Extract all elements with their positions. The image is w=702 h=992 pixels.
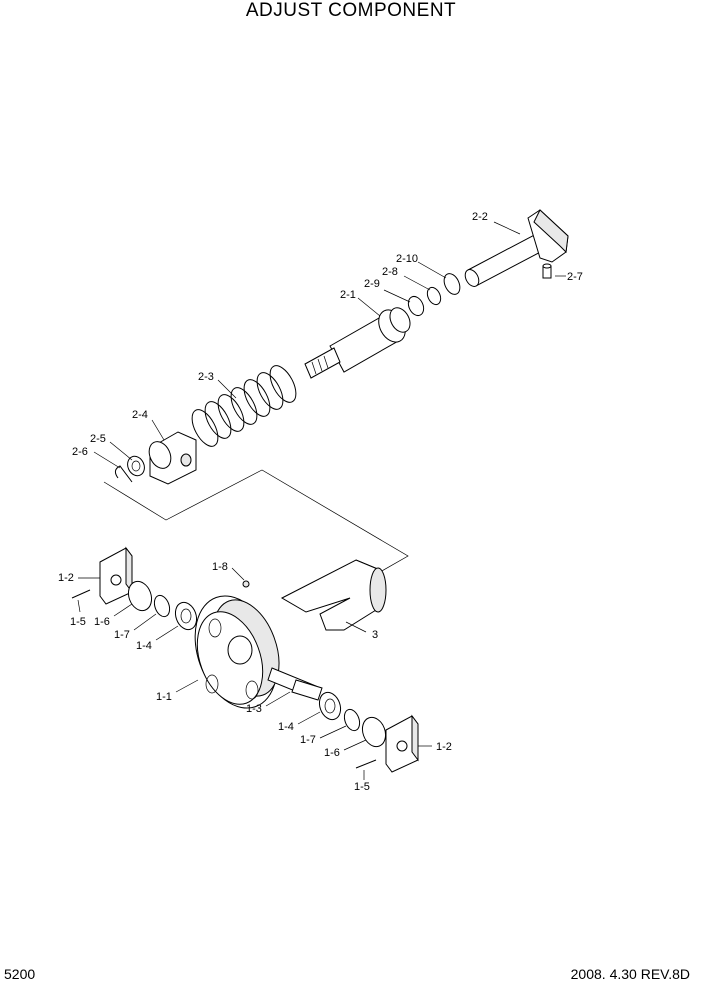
part-1-2-block-left [99,546,133,605]
part-1-7-ring-right [343,708,361,732]
leader-lines [77,221,566,780]
label-1-2-right: 1-2 [436,741,452,753]
part-2-9-ring [407,295,425,317]
label-1-4-right: 1-4 [278,721,294,733]
label-1-4-left: 1-4 [136,640,152,652]
part-1-4-bearing-left [174,601,198,631]
label-1-7-left: 1-7 [114,629,130,641]
part-2-5-nut [127,455,145,477]
label-2-10: 2-10 [396,253,418,265]
part-1-4-bearing-right [318,691,342,721]
label-1-6-right: 1-6 [324,747,340,759]
part-2-10-ring [443,273,461,295]
part-2-2-rod [464,209,569,287]
part-1-5-pin-left [71,589,91,599]
part-3-yoke [280,559,387,631]
part-2-7-nipple [542,263,552,279]
label-2-3: 2-3 [198,371,214,383]
page-title: ADJUST COMPONENT [245,0,457,21]
part-2-4-bracket [148,431,197,485]
label-2-5: 2-5 [90,433,106,445]
part-2-6-pin [114,465,133,483]
label-1-5-left: 1-5 [70,616,86,628]
part-1-6-collar-left [127,580,153,612]
part-1-3-shaft [267,667,323,701]
part-2-3-spring [191,365,297,447]
part-1-8-plug [242,580,250,588]
label-1-2-left: 1-2 [58,572,74,584]
label-1-1: 1-1 [156,691,172,703]
label-1-8: 1-8 [212,561,228,573]
part-2-8-ring [426,286,442,306]
label-2-1: 2-1 [340,289,356,301]
label-2-9: 2-9 [364,278,380,290]
part-2-1-piston [304,307,411,379]
label-2-7: 2-7 [567,271,583,283]
part-1-1-idler-wheel [194,595,280,709]
part-1-6-collar-right [361,716,387,748]
part-1-7-ring-left [153,594,171,618]
part-1-2-block-right [385,714,419,773]
label-1-6-left: 1-6 [94,616,110,628]
label-2-6: 2-6 [72,446,88,458]
label-2-2: 2-2 [472,211,488,223]
page-number: 5200 [4,966,36,982]
label-2-8: 2-8 [382,266,398,278]
label-1-3: 1-3 [246,703,262,715]
assembly-line [103,469,409,573]
label-1-5-right: 1-5 [354,781,370,793]
revision-date: 2008. 4.30 REV.8D [570,966,690,982]
part-1-5-pin-right [355,759,377,769]
label-3: 3 [372,629,378,641]
label-2-4: 2-4 [132,409,148,421]
label-1-7-right: 1-7 [300,734,316,746]
